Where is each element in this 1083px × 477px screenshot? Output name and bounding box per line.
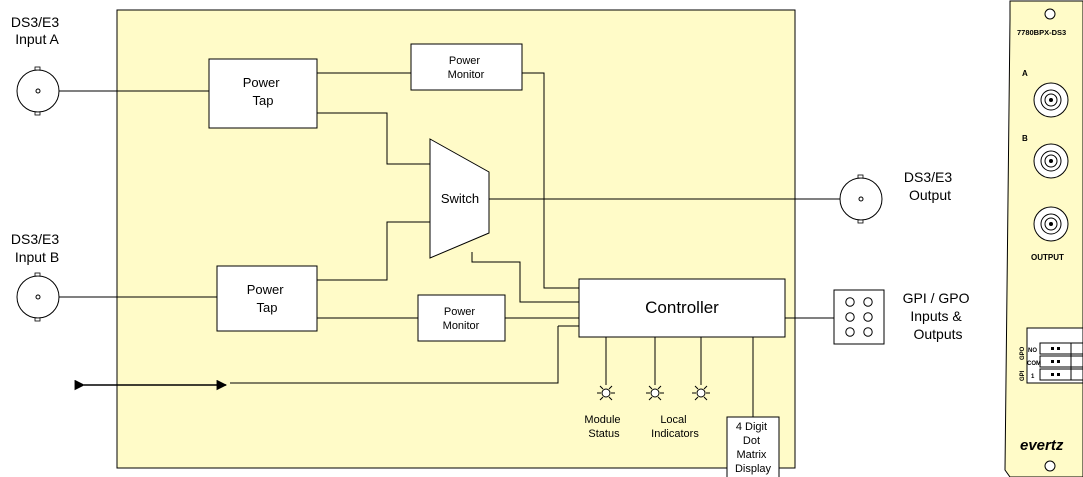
module-status-label: Module Status [584,414,623,440]
local-indicators-label: Local Indicators [651,414,699,440]
input-a-bnc-connector [16,66,60,116]
input-b-bnc-connector [16,272,60,322]
signal-wiring [59,72,840,417]
input-a-label: DS3/E3 Input A [11,14,63,47]
gpio-label: GPI / GPO Inputs & Outputs [903,290,974,342]
dot-matrix-display-block [726,416,780,477]
input-b-label: DS3/E3 Input B [11,231,63,265]
power-tap-b-block [216,265,318,332]
power-tap-a-block [208,58,318,129]
panel-label-a: A [1022,69,1028,78]
panel-gpi-label: GPI [1020,370,1026,381]
panel-com-label: COM [1027,361,1041,367]
output-label: DS3/E3 Output [904,169,956,203]
panel-bnc-a-icon [1033,82,1069,118]
dot-matrix-display-label: 4 Digit Dot Matrix Display [735,421,772,475]
evertz-logo: evertz [1020,437,1064,454]
power-monitor-b-block [417,294,506,342]
module-status-led-icon [597,385,615,401]
switch-block [429,138,490,259]
panel-gpo-label: GPO [1020,346,1026,360]
panel-label-b: B [1022,134,1028,143]
local-indicator-led-icon [692,385,710,401]
power-monitor-a-block [410,43,523,91]
gpio-connector [833,289,885,345]
power-monitor-b-label: Power Monitor [443,306,480,332]
power-tap-b-label: Power Tap [247,282,287,315]
controller-block [578,278,786,338]
output-bnc-connector [839,174,883,224]
panel-bnc-b-icon [1033,143,1069,179]
panel-model-label: 7780BPX-DS3 [1017,28,1066,37]
panel-label-output: OUTPUT [1031,253,1064,262]
switch-label: Switch [441,191,479,206]
local-indicator-led-icon [646,385,664,401]
panel-no-label: NO [1028,348,1037,354]
panel-screw-icon [1044,8,1056,20]
rear-panel: 7780BPX-DS3 A B OUTPUT [1004,0,1083,477]
power-tap-a-label: Power Tap [243,75,283,108]
panel-bnc-output-icon [1033,206,1069,242]
controller-label: Controller [645,298,719,317]
panel-screw-icon [1044,460,1056,472]
power-monitor-a-label: Power Monitor [448,55,485,81]
panel-one-label: 1 [1031,374,1035,380]
panel-gpio-terminal [1026,327,1083,384]
